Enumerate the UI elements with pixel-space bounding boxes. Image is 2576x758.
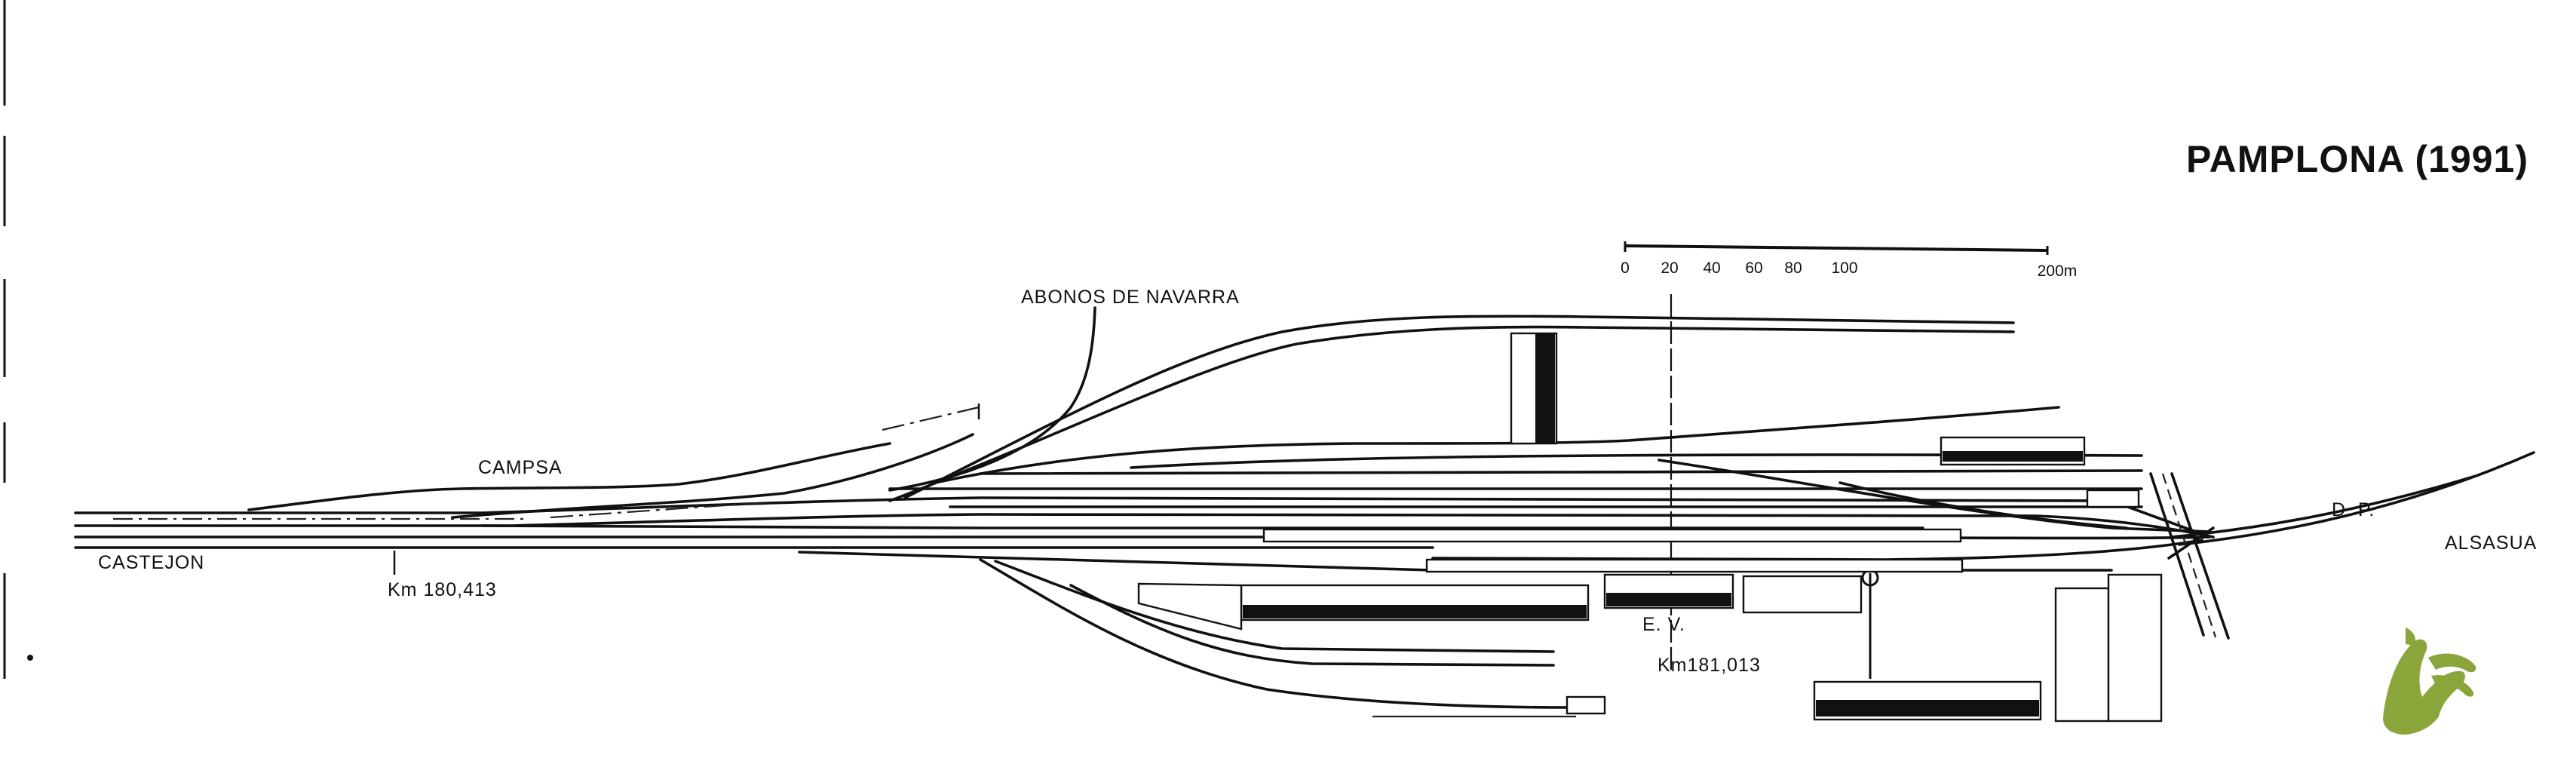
small-shed-east xyxy=(2086,489,2140,508)
scale-tick-80: 80 xyxy=(1784,259,1802,277)
label-alsasua: ALSASUA xyxy=(2445,532,2537,554)
buffer-shed xyxy=(1566,695,1606,715)
scale-tick-40: 40 xyxy=(1703,259,1720,277)
warehouse-north-fill xyxy=(1535,333,1555,443)
page-edge-marks xyxy=(3,0,33,679)
scale-tick-20: 20 xyxy=(1661,259,1678,277)
label-abonos-de-navarra: ABONOS DE NAVARRA xyxy=(1021,287,1240,308)
label-km-181-013: Km181,013 xyxy=(1658,655,1761,676)
label-station-ev: E. V. xyxy=(1642,614,1685,635)
scale-tick-60: 60 xyxy=(1745,259,1762,277)
building-east-1 xyxy=(2054,587,2110,723)
label-km-180-413: Km 180,413 xyxy=(388,579,497,600)
label-dp: D. P. xyxy=(2332,499,2375,520)
label-castejon: CASTEJON xyxy=(98,552,204,573)
platform-1 xyxy=(1262,528,1962,543)
platform-2 xyxy=(1425,558,1964,573)
scale-end-label: 200m xyxy=(2038,262,2078,280)
label-campsa: CAMPSA xyxy=(478,457,563,478)
annex-building xyxy=(1742,575,1863,614)
diagram-title: PAMPLONA (1991) xyxy=(2186,138,2528,180)
labels: ABONOS DE NAVARRA CAMPSA CASTEJON Km 180… xyxy=(98,287,2537,676)
hand-logo-icon xyxy=(2383,628,2476,735)
buildings xyxy=(1137,332,2163,723)
scale-tick-100: 100 xyxy=(1831,259,1857,277)
scale-bar: 0 20 40 60 80 100 200m xyxy=(1621,241,2077,280)
tracks xyxy=(74,306,2535,718)
building-east-2 xyxy=(2107,573,2163,723)
scale-tick-0: 0 xyxy=(1621,259,1630,277)
ramp xyxy=(1137,582,1243,631)
